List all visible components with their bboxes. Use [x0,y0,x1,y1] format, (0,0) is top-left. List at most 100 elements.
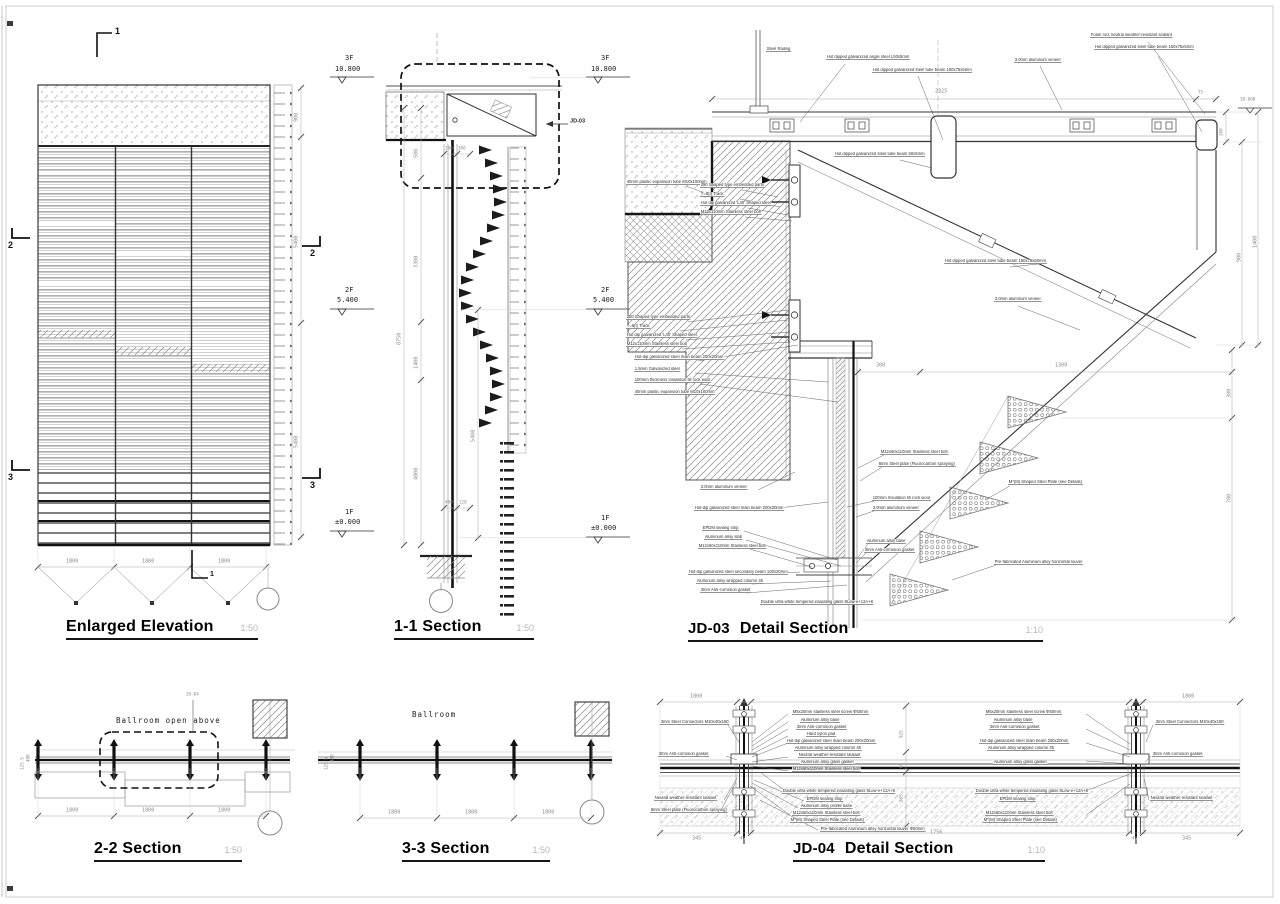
title-2-2-section: 2-2 Section 1:50 [94,840,242,862]
title-scale: 1:50 [224,845,242,855]
dim-1800-1: 1800 [388,809,401,815]
dim-700-right: 700 [1226,493,1232,503]
insulation-strip [835,357,846,559]
stack-joint [796,557,872,576]
annotation-shaped-plate-r: M*(M) Shaped Steel Plate (see Details) [983,818,1058,824]
annotation-gasket-edge-r: 3mm Anti-corrosion gasket [1152,752,1204,758]
section-marker-1-top [96,32,112,57]
annotation-sealant-edge-r: Neutral weather-resistant sealant [1150,796,1214,802]
section-marker-2-left: 2 [8,240,14,250]
dim-1756: 1756 [930,829,943,835]
dim-1800-3: 1800 [218,558,231,564]
annotation-tube-beam-top: Hot dipped galvanized steel tube beam 15… [872,68,973,74]
annotation-gasket-left: 3mm Anti-corrosion gasket [658,752,710,758]
annotation-alu-veneer-cw: 3.0mm aluminum veneer [700,485,748,491]
louver-blade-stack [500,437,514,619]
louver-edge-strip [273,84,293,546]
dim-125-5: 125.5 [20,757,26,770]
dim-1400: 1400 [413,356,419,369]
dim-2325: 2325 [935,88,948,94]
title-code: JD-03 [688,620,730,637]
annotation-alu-veneer-low: 3.0mm aluminum veneer [872,506,920,512]
annotation-wrapped-col-r: Aluminum alloy wrapped column 45 [987,746,1055,752]
dim-1800-3: 1800 [542,809,555,815]
annotation-gasket-2: 3mm Anti-corrosion gasket [864,548,916,554]
annotation-epdm: EPDM sealing strip [702,526,740,532]
dim-200-right: 200 [1219,128,1225,136]
grid-bubble [579,799,605,825]
level-2f-value: 5.400 [337,296,359,304]
section-marker-3-left: 3 [8,472,14,482]
title-text: Detail Section [739,620,849,637]
annotation-steel-plate: 8mm Steel plate (Fluorocarbon spraying) [878,462,956,468]
annotation-alu-veneer-top: 3.0mm aluminum veneer [1014,58,1062,64]
section-2-2-linework [34,698,295,836]
annotation-foam-rod: Foam rod, neutral weather-resistant seal… [1090,33,1173,39]
steel-tube-section [930,115,957,179]
perforated-louvers [889,395,1068,607]
annotation-bolt: M12x60x110mm Stainless steel bolt [792,767,861,773]
dim-8750: 8750 [396,332,402,345]
annotation-sealant-left: Neutral weather-resistant sealant [654,796,718,802]
dim-500: 500 [413,148,419,158]
annotation-alu-veneer-mid: 3.0mm aluminum veneer [994,297,1042,303]
annotation-tube-beam-60: Hot dipped galvanized steel tube beam 60… [834,152,926,158]
dim-1800-2: 1800 [465,809,478,815]
dim-900: 900 [293,112,299,122]
annotation-bolt-2: M12x60x110mm Stainless steel bolt [792,811,861,817]
annotation-glass: Double ultra-white tempered insulating g… [782,789,896,795]
dim-120: 120 [459,500,467,506]
dim-1800-left: 1800 [690,693,703,699]
grid-bubble [257,810,283,836]
dim-1800-2: 1800 [142,807,155,813]
annotation-bolt-m12-b: M12x60x110mm Stainless steel bolt [880,450,949,456]
dim-480: 480 [26,754,32,762]
level-1f-value: ±0.000 [335,518,361,526]
jd04-linework [656,697,1244,845]
title-text: Enlarged Elevation [66,618,214,635]
dim-4000: 4000 [413,467,419,480]
annotation-nylon-pad: Hard nylon pad [806,732,836,738]
concrete-wall-hatch [627,140,791,481]
annotation-glass-gasket-r: Aluminum alloy glass gasket [993,760,1048,766]
annotation-embed-2: 250 Shaped type embedded parts [626,315,691,321]
grid-bubble [256,587,280,611]
section-marker-1-bottom-label: 1 [210,571,214,578]
section-marker-1-bottom [191,550,208,579]
level-2f-value: 5.400 [593,296,615,304]
section-marker-1-top-label: 1 [115,26,121,36]
dim-300: 300 [458,146,466,152]
dim-345-right: 345 [1182,835,1192,841]
level-2f: 2F [345,286,354,294]
annotation-sec-beam: Hot-dip galvanized steel secondary beam … [688,570,789,576]
dim-300-mid: 300 [876,362,886,368]
annotation-rockwool-thick: 100mm thickness insulation fill rock woo… [634,378,712,384]
annotation-shaped-plate: M*(M) Shaped Steel Plate (see Details) [1008,480,1083,486]
annotation-lsteel-2: Hot dip galvanized 'L40' Shaped steel [626,333,698,339]
annotation-plate8-left: 8mm Steel plate (Fluorocarbon spraying) [650,808,728,814]
dim-925: 925 [899,730,905,738]
dim-5400-b: 5400 [293,435,299,448]
title-enlarged-elevation: Enlarged Elevation 1:50 [66,618,258,640]
annotation-bolt110-1: M12x110mm Stainless steel bolt [700,210,762,216]
dim-5400-inner: 5400 [470,429,476,442]
dim-345-left: 345 [692,835,702,841]
embedded-plate-lower [762,299,801,353]
title-scale: 1:50 [240,623,258,633]
edge-tube-section [1195,119,1218,151]
annotation-glass-r: Double ultra-white tempered insulating g… [975,789,1089,795]
title-scale: 1:50 [516,623,534,633]
level-3f: 3F [601,54,610,62]
section-marker-3-right: 3 [310,480,316,490]
annotation-tube-beam-right: Hot dipped galvanized steel tube beam 15… [1094,45,1195,51]
annotation-angle-steel: Hot dipped galvanized angle steel L50x5m… [826,55,911,61]
dim-5400-a: 5400 [293,235,299,248]
annotation-bolt110-2: M12x110mm Stainless steel bolt [626,342,688,348]
dim-400: 400 [445,500,453,506]
elevation-linework [11,32,375,611]
title-jd03-detail: JD-03 Detail Section 1:10 [688,620,1043,642]
dim-1300: 1300 [1055,362,1068,368]
title-text: Detail Section [844,840,954,857]
dim-44-left: 44 [740,836,746,842]
dim-1800-3: 1800 [218,807,231,813]
